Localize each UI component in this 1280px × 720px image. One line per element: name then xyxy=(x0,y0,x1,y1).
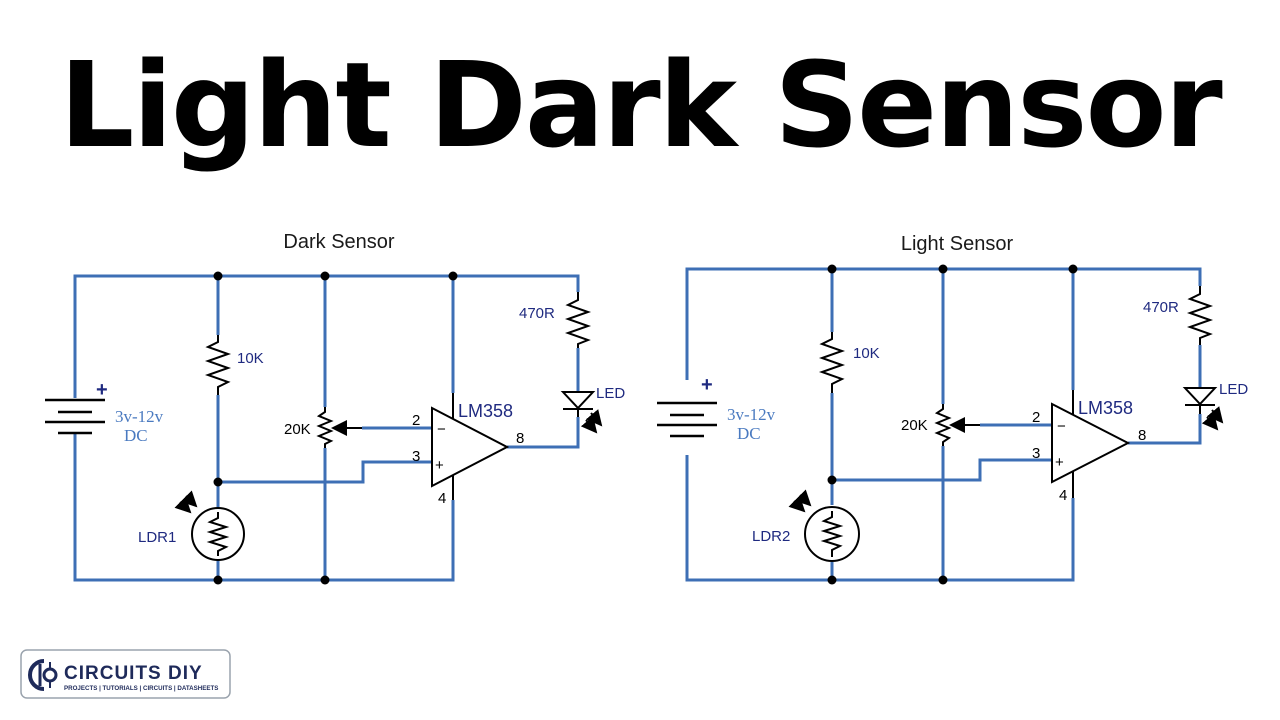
light-opamp: − + 2 3 4 8 LM358 xyxy=(1032,390,1146,504)
light-sensor-junctions xyxy=(827,264,1078,585)
light-resistor-10k-label: 10K xyxy=(853,345,880,362)
dark-sensor-title: Dark Sensor xyxy=(283,231,394,253)
dark-ic-label: LM358 xyxy=(458,401,513,421)
light-ldr-label: LDR2 xyxy=(752,528,790,545)
light-sensor-title: Light Sensor xyxy=(901,233,1014,255)
light-pin8: 8 xyxy=(1138,427,1146,444)
dark-sensor-junctions xyxy=(213,271,458,585)
circuits-diy-logo: CIRCUITS DIY PROJECTS | TUTORIALS | CIRC… xyxy=(20,649,231,699)
light-sensor-circuit: Light Sensor xyxy=(657,233,1248,585)
light-supply-type: DC xyxy=(737,424,761,443)
dark-pin3: 3 xyxy=(412,448,420,465)
dark-ldr: LDR1 xyxy=(138,490,245,561)
light-ldr: LDR2 xyxy=(752,489,860,562)
light-battery-plus: + xyxy=(701,374,713,396)
light-resistor-10k: 10K xyxy=(818,332,880,393)
dark-resistor-10k-label: 10K xyxy=(237,350,264,367)
logo-mark-icon xyxy=(28,659,58,691)
light-pin2: 2 xyxy=(1032,409,1040,426)
dark-pin4: 4 xyxy=(438,490,446,507)
dark-battery-plus: + xyxy=(96,379,108,401)
dark-led: LED xyxy=(560,385,625,434)
dark-pin2: 2 xyxy=(412,412,420,429)
dark-ldr-label: LDR1 xyxy=(138,529,176,546)
light-battery: + 3v-12v DC xyxy=(657,374,776,443)
dark-supply-voltage: 3v-12v xyxy=(115,407,164,426)
dark-supply-type: DC xyxy=(124,426,148,445)
dark-pin8: 8 xyxy=(516,430,524,447)
light-ic-label: LM358 xyxy=(1078,398,1133,418)
logo-name: CIRCUITS DIY xyxy=(64,663,203,684)
light-pin3: 3 xyxy=(1032,445,1040,462)
light-opamp-plus: + xyxy=(1055,454,1064,471)
page-title: Light Dark Sensor xyxy=(59,36,1222,174)
dark-pot-label: 20K xyxy=(284,421,311,438)
dark-opamp-minus: − xyxy=(437,421,446,438)
light-led-label: LED xyxy=(1219,381,1248,398)
dark-resistor-10k: 10K xyxy=(204,335,264,395)
light-potentiometer: 20K xyxy=(901,404,980,446)
light-pin4: 4 xyxy=(1059,487,1067,504)
dark-opamp-plus: + xyxy=(435,457,444,474)
light-supply-voltage: 3v-12v xyxy=(727,405,776,424)
dark-potentiometer: 20K xyxy=(284,407,362,448)
light-resistor-470r-label: 470R xyxy=(1143,299,1179,316)
light-pot-label: 20K xyxy=(901,417,928,434)
light-resistor-470r: 470R xyxy=(1143,286,1214,345)
dark-resistor-470r: 470R xyxy=(519,292,592,348)
dark-sensor-wires xyxy=(73,274,580,582)
light-opamp-minus: − xyxy=(1057,418,1066,435)
dark-resistor-470r-label: 470R xyxy=(519,305,555,322)
dark-battery: + 3v-12v DC xyxy=(45,379,164,445)
dark-led-label: LED xyxy=(596,385,625,402)
light-led: LED xyxy=(1182,381,1248,431)
dark-sensor-circuit: Dark Sensor xyxy=(45,231,625,585)
logo-tagline: PROJECTS | TUTORIALS | CIRCUITS | DATASH… xyxy=(64,685,218,692)
dark-opamp: − + 2 3 4 8 LM358 xyxy=(412,393,524,507)
